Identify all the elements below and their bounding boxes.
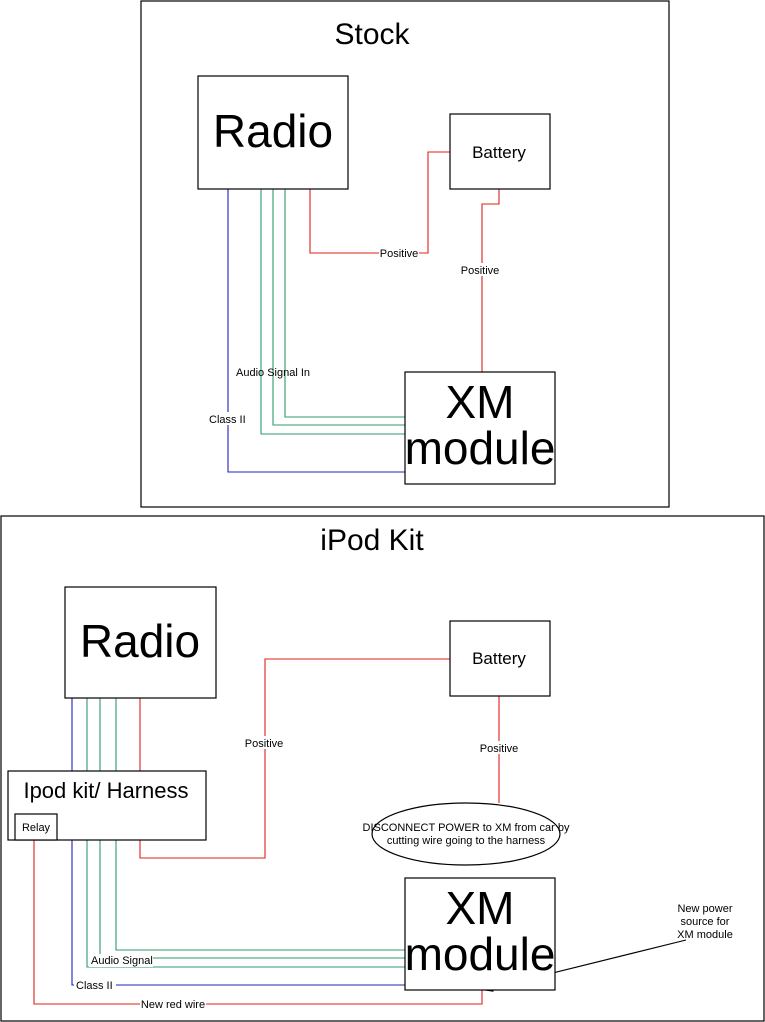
ipod-battery-box: [449, 620, 551, 697]
stock-radio-box: [197, 75, 349, 190]
stock-xm-label-line1: XM: [446, 376, 515, 428]
stock-audio-wire-3: [260, 189, 405, 435]
ipod-kit-frame: [0, 515, 765, 1022]
stock-radio-positive-wire: [309, 151, 450, 254]
ipod-new-red-wire-label: New red wire: [141, 999, 205, 1011]
stock-class2-wire: [227, 189, 405, 473]
stock-xm-label-line2: module: [405, 422, 556, 474]
new-power-note-line1: New power: [677, 903, 732, 915]
ipod-positive-label-harness: Positive: [245, 738, 284, 750]
ipod-class2-wire: [71, 698, 405, 986]
ipod-positive-label-battery: Positive: [480, 743, 519, 755]
disconnect-note-line2: cutting wire going to the harness: [387, 835, 546, 847]
stock-audio-label: Audio Signal In: [236, 367, 310, 379]
stock-title: Stock: [334, 18, 410, 51]
stock-xm-module-box: [404, 371, 556, 485]
stock-radio-label: Radio: [213, 105, 333, 157]
new-power-note-line2: source for: [681, 916, 730, 928]
disconnect-note-ellipse: [371, 802, 561, 866]
ipod-xm-label-line1: XM: [446, 882, 515, 934]
stock-audio-wire-2: [272, 189, 405, 426]
stock-audio-wire-1: [284, 189, 405, 418]
ipod-xm-module-box: [404, 877, 556, 991]
stock-frame: [140, 0, 670, 508]
ipod-harness-label: Ipod kit/ Harness: [23, 778, 188, 803]
ipod-xm-label-line2: module: [405, 928, 556, 980]
ipod-class2-label: Class II: [76, 980, 113, 992]
stock-panel: Stock Positive Positive Audio Signal In …: [140, 0, 670, 508]
ipod-kit-title: iPod Kit: [320, 524, 424, 557]
stock-positive-label-radio: Positive: [380, 248, 419, 260]
stock-battery-label: Battery: [472, 143, 526, 162]
disconnect-note-line1: DISCONNECT POWER to XM from car by: [363, 822, 570, 834]
relay-box: [14, 813, 58, 841]
ipod-audio-label: Audio Signal: [91, 955, 153, 967]
stock-positive-label-xm: Positive: [461, 265, 500, 277]
stock-class2-label: Class II: [209, 414, 246, 426]
relay-label: Relay: [22, 822, 51, 834]
stock-xm-positive-wire: [481, 189, 500, 372]
ipod-radio-label: Radio: [80, 615, 200, 667]
ipod-battery-label: Battery: [472, 649, 526, 668]
ipod-new-red-wire: [33, 840, 483, 1005]
ipod-kit-panel: iPod Kit Positive Positive Audio Signal …: [0, 515, 765, 1022]
ipod-radio-box: [64, 586, 217, 699]
new-power-note-line3: XM module: [677, 929, 733, 941]
stock-battery-box: [449, 113, 551, 190]
